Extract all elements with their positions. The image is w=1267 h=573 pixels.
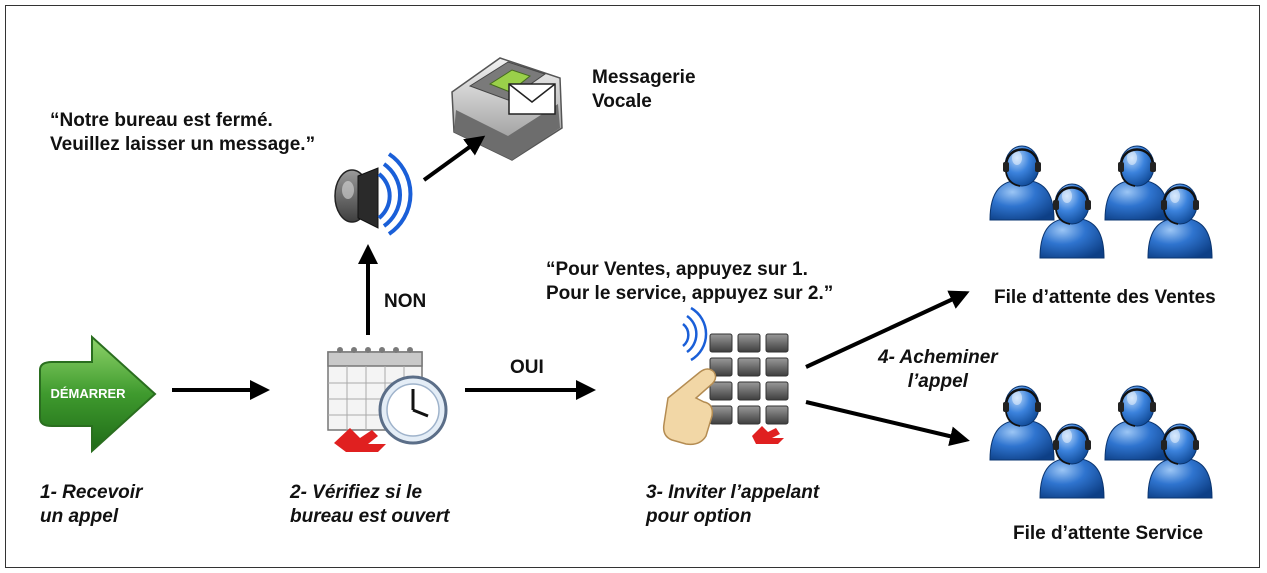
branch-no-label: NON	[384, 291, 427, 312]
keypad-icon	[662, 306, 789, 446]
branch-yes-label: OUI	[510, 357, 544, 378]
user-group-icon	[990, 146, 1212, 258]
step1-label: 1- Recevoir un appel	[40, 482, 143, 527]
arrow-to-service-queue	[805, 400, 970, 447]
diagram-frame	[5, 5, 1260, 568]
sales-queue-label: File d’attente des Ventes	[994, 287, 1216, 308]
voicemail-label: Messagerie Vocale	[592, 67, 696, 112]
step4-label: 4- Acheminer l’appel	[878, 347, 998, 392]
service-queue-label: File d’attente Service	[1013, 523, 1204, 544]
step3-label: 3- Inviter l’appelant pour option	[646, 482, 820, 527]
voicemail-phone-icon	[451, 57, 563, 161]
start-arrow-icon[interactable]: DÉMARRER	[39, 334, 157, 454]
menu-message: “Pour Ventes, appuyez sur 1. Pour le ser…	[546, 259, 834, 304]
speaker-icon	[334, 152, 413, 236]
user-group-icon	[990, 386, 1212, 498]
calendar-clock-icon	[327, 347, 448, 452]
arrow-speaker-to-voicemail	[422, 135, 486, 182]
start-label: DÉMARRER	[50, 386, 126, 401]
arrow-to-sales-queue	[805, 290, 970, 369]
closed-message: “Notre bureau est fermé. Veuillez laisse…	[50, 110, 316, 155]
step2-label: 2- Vérifiez si le bureau est ouvert	[290, 482, 450, 527]
